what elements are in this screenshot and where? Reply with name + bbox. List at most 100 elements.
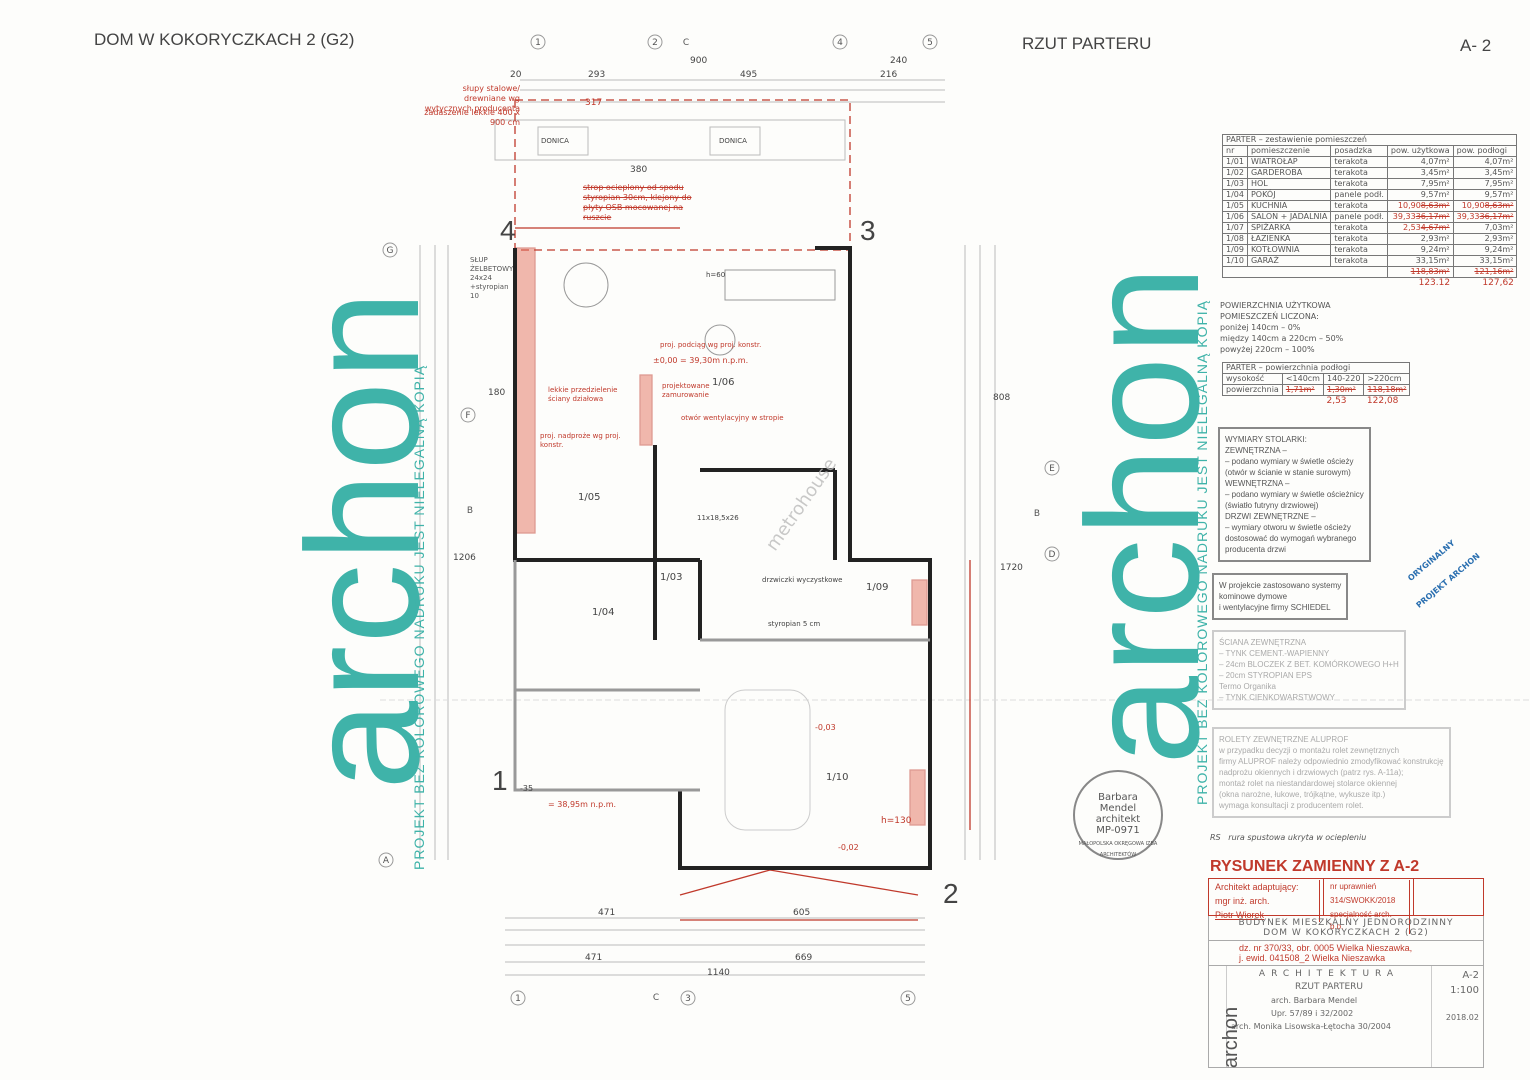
cell: POKÓJ (1246, 189, 1332, 201)
cell: panele podł. (1330, 211, 1388, 223)
cell-value: 4,07m² (1484, 157, 1514, 166)
title-block: RYSUNEK ZAMIENNY Z A-2 Architekt adaptuj… (1208, 858, 1484, 1068)
co-designer: arch. Monika Lisowska-Łętocha 30/2004 (1231, 1022, 1391, 1031)
cell-value: KUCHNIA (1250, 201, 1288, 210)
cell-value: 2,53 (1402, 223, 1421, 232)
dim: 1140 (707, 968, 730, 978)
col-header: pow. użytkowa (1386, 145, 1454, 157)
tb-line: mgr inż. arch. (1212, 894, 1320, 908)
cell-value: HOL (1250, 179, 1268, 188)
cell: 122,08 (1366, 396, 1399, 406)
dim: 471 (598, 908, 615, 918)
cell: HOL (1246, 178, 1332, 190)
archon-logo: archon (1220, 1006, 1243, 1069)
row-label: powierzchnia (1222, 384, 1283, 396)
cell: GARAŻ (1246, 255, 1332, 267)
project-title: DOM W KOKORYCZKACH 2 (G2) (94, 30, 355, 49)
cell-value: 9,24m² (1420, 245, 1450, 254)
grid-axis: D (1049, 550, 1056, 560)
note-line: dostosować do wymogań wybranego (1225, 534, 1357, 543)
section-mark: C (653, 993, 659, 1003)
section-mark: B (1034, 509, 1040, 519)
sheet-title: RZUT PARTERU (1022, 34, 1152, 53)
note-line: ROLETY ZEWNĘTRZNE ALUPROF (1219, 735, 1349, 744)
cell: 33,15m² (1452, 255, 1518, 267)
cell: 1/03 (1222, 178, 1248, 190)
note-line: ZEWNĘTRZNA – (1225, 446, 1287, 455)
cell: terakota (1330, 178, 1388, 190)
cell: 1/05 (1222, 200, 1248, 212)
cell: 1/04 (1222, 189, 1248, 201)
cell: 9,24m² (1386, 244, 1454, 256)
floor-elevation-label: -0,02 (838, 843, 859, 852)
cell-value: WIATROŁAP (1250, 157, 1298, 166)
archon-watermark: archon (273, 288, 452, 790)
section-mark: B (467, 506, 473, 516)
room-label: 1/06 (712, 377, 734, 388)
room-label: 1/10 (826, 772, 848, 783)
dim: 1720 (1000, 563, 1023, 573)
cell-value: 1/01 (1226, 157, 1244, 166)
canopy-note: zadaszenie lekkie 400 x 900 cm (424, 108, 520, 127)
dim: 20 (510, 70, 522, 80)
height-label: h=130 (881, 816, 912, 826)
cell-value: SPIŻARKA (1250, 223, 1291, 232)
cell-value: terakota (1334, 234, 1368, 243)
cell: 9,57m² (1386, 189, 1454, 201)
cell: terakota (1330, 156, 1388, 168)
cell-value: 39,33 (1456, 212, 1480, 221)
cell: 1/10 (1222, 255, 1248, 267)
cell-value: GARAŻ (1250, 256, 1279, 265)
cell: WIATROŁAP (1246, 156, 1332, 168)
room-label: 1/09 (866, 582, 888, 593)
cell: 7,03m² (1452, 222, 1518, 234)
note-line: WYMIARY STOLARKI: (1225, 435, 1307, 444)
sheet-number: A- 2 (1460, 36, 1492, 55)
cell: terakota (1330, 167, 1388, 179)
axis-number: 4 (500, 215, 516, 246)
cell-value: 1/02 (1226, 168, 1244, 177)
note-line: WEWNĘTRZNA – (1225, 479, 1290, 488)
cell: 2,93m² (1452, 233, 1518, 245)
cell: 33,15m² (1386, 255, 1454, 267)
registry-unit: j. ewid. 041508_2 Wielka Nieszawka (1239, 953, 1386, 963)
cell-value: 2,93m² (1420, 234, 1450, 243)
cell-value: 9,57m² (1420, 190, 1450, 199)
cell-old-value: 8,63m² (1420, 201, 1450, 210)
infill-note: projektowane zamurowanie (662, 382, 710, 399)
grid-axis: E (1049, 464, 1055, 474)
cell-value: 1/04 (1226, 190, 1244, 199)
insulation-label: styropian 5 cm (768, 620, 820, 628)
cell: GARDEROBA (1246, 167, 1332, 179)
room-table: PARTER – zestawienie pomieszczeń nr pomi… (1221, 134, 1518, 288)
cell-value: 3,45m² (1420, 168, 1450, 177)
cell: 3,45m² (1386, 167, 1454, 179)
tb-line: 314/SWOKK/2018 (1327, 894, 1410, 908)
cell: 1/02 (1222, 167, 1248, 179)
total-area: 127,62 (1482, 278, 1514, 288)
cell-value: ŁAZIENKA (1250, 234, 1291, 243)
cell-value: terakota (1334, 223, 1368, 232)
grid-axis: 1 (515, 994, 521, 1004)
cell: 10,908,63m² (1452, 200, 1518, 212)
note-line: i wentylacyjne firmy SCHIEDEL (1219, 603, 1331, 612)
cell: SPIŻARKA (1246, 222, 1332, 234)
level-label: ±0,00 = 39,30m n.p.m. (653, 356, 748, 365)
floor-area-table: PARTER – powierzchnia podłogi wysokość<1… (1221, 362, 1411, 406)
dim: 240 (890, 56, 907, 66)
cell: 1/07 (1222, 222, 1248, 234)
cell: 2,534,67m² (1386, 222, 1454, 234)
cell-value: 1/03 (1226, 179, 1244, 188)
note-line: (okna narożne, łukowe, trójkątne, wykusz… (1219, 790, 1386, 799)
note-line: ŚCIANA ZEWNĘTRZNA (1219, 638, 1307, 647)
ground-elevation-label: -35 (520, 784, 533, 793)
cell: 1,71m² (1281, 384, 1324, 396)
cell: KOTŁOWNIA (1246, 244, 1332, 256)
cell-value: 33,15m² (1479, 256, 1514, 265)
